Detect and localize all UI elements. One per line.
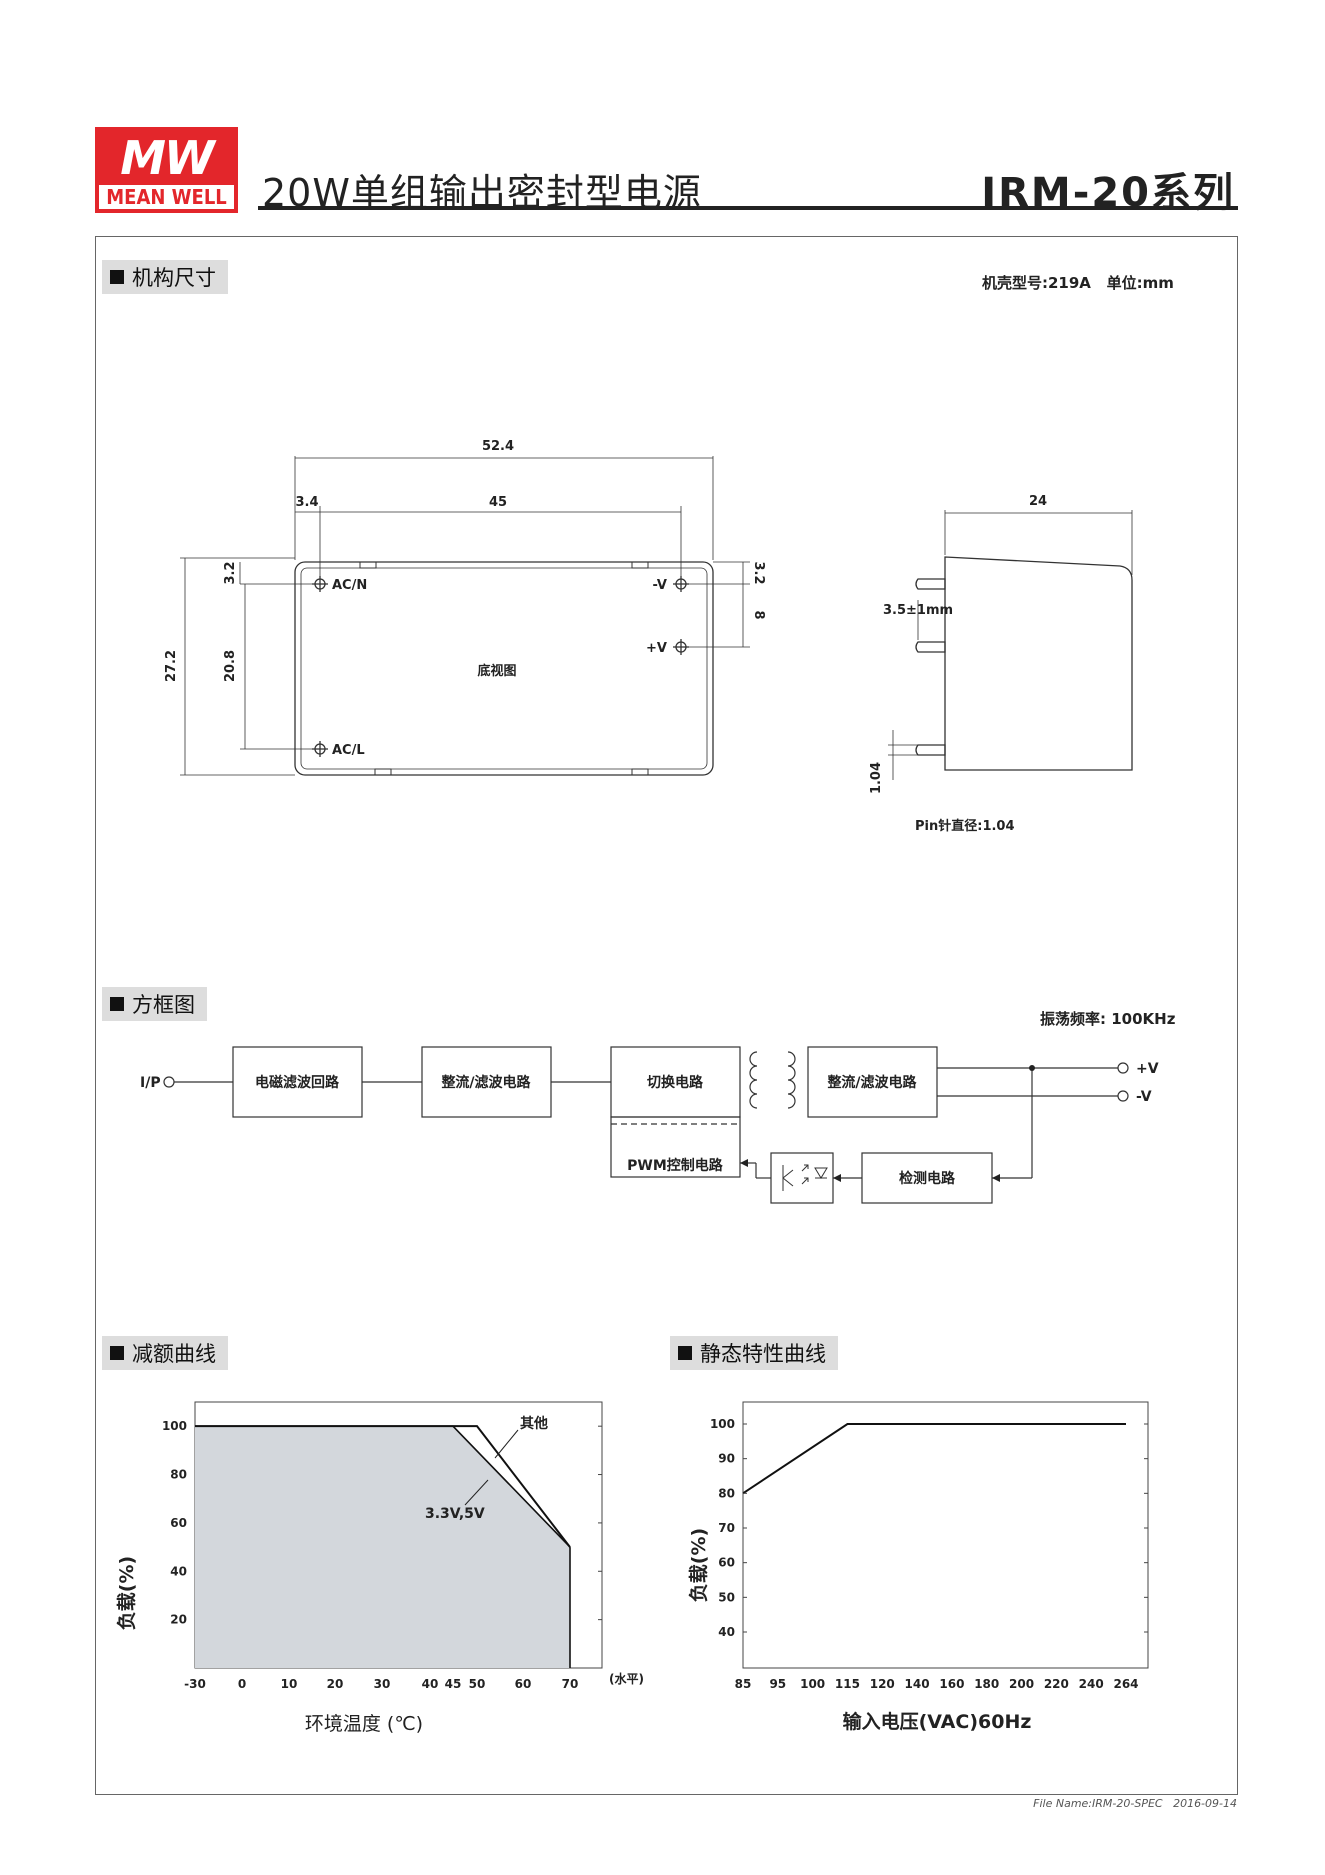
static-heading: 静态特性曲线 bbox=[670, 1336, 838, 1370]
derating-heading: 减额曲线 bbox=[102, 1336, 228, 1370]
logo-text: MEAN WELL bbox=[99, 185, 234, 209]
osc-frequency: 振荡频率: 100KHz bbox=[1040, 1010, 1176, 1028]
header-rule bbox=[258, 206, 1238, 210]
logo-mark: MW bbox=[120, 131, 215, 185]
mechanical-heading: 机构尺寸 bbox=[102, 260, 228, 294]
content-frame bbox=[95, 236, 1238, 1795]
brand-logo: MW MEAN WELL bbox=[95, 127, 238, 213]
footer-file: File Name:IRM-20-SPEC 2016-09-14 bbox=[1033, 1797, 1237, 1810]
block-diagram-heading: 方框图 bbox=[102, 987, 207, 1021]
case-info: 机壳型号:219A 单位:mm bbox=[982, 274, 1174, 292]
